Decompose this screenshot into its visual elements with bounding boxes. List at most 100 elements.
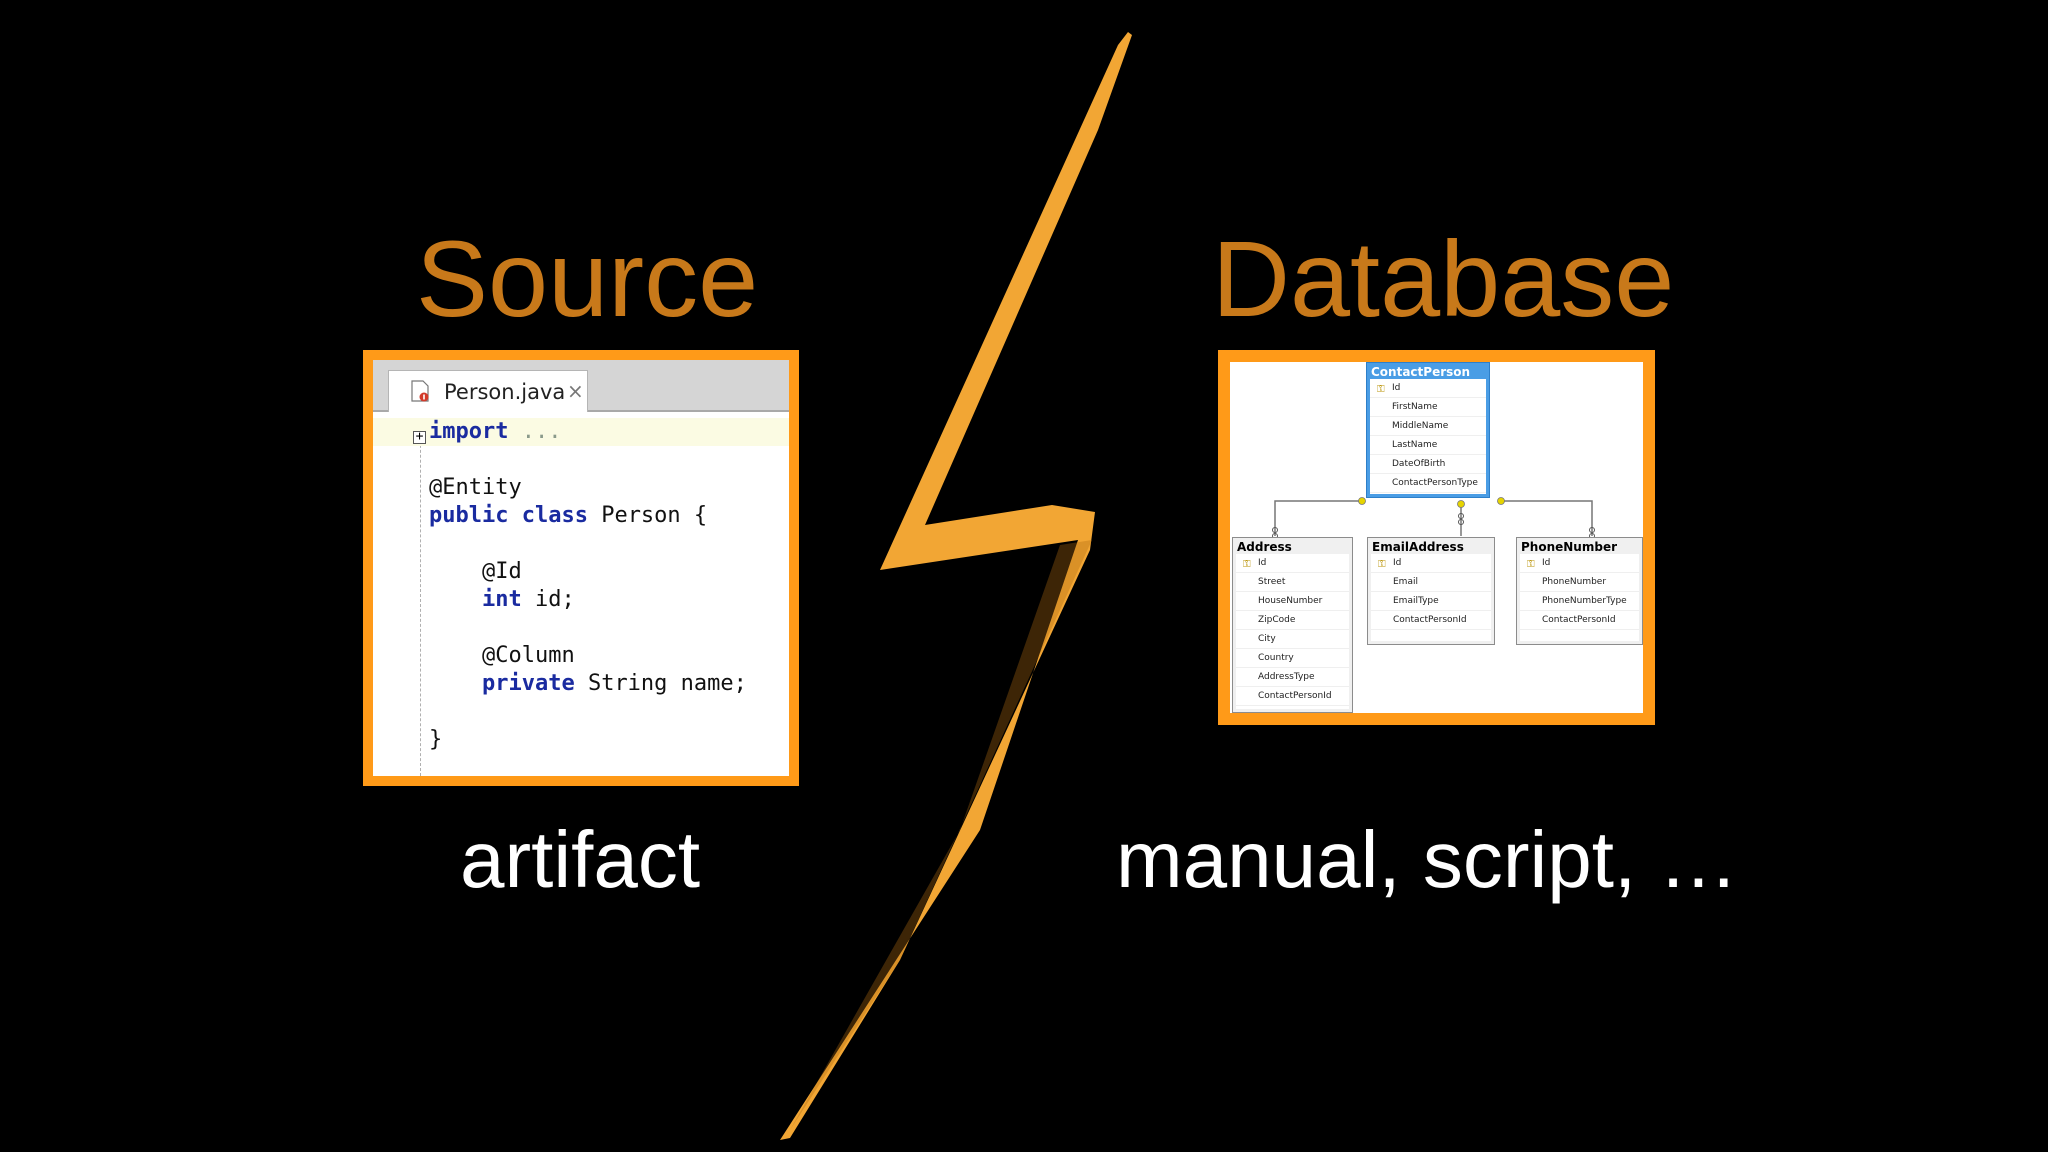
table-column[interactable]: ContactPersonId — [1236, 687, 1349, 706]
code-line: @Id — [373, 558, 789, 586]
table-column[interactable]: ⚿Id — [1371, 554, 1491, 573]
artifact-caption: artifact — [460, 815, 701, 904]
code-line — [373, 614, 789, 642]
fold-guide-line — [420, 420, 421, 776]
code-line: @Entity — [373, 474, 789, 502]
table-column[interactable]: ⚿ Id — [1236, 554, 1349, 573]
code-keyword: import — [429, 419, 509, 444]
table-title: ContactPerson — [1371, 365, 1471, 379]
column-name: Id — [1392, 383, 1401, 393]
code-keyword: public class — [429, 503, 588, 528]
column-name: MiddleName — [1392, 421, 1449, 431]
code-line: int id; — [373, 586, 789, 614]
column-name: Country — [1258, 653, 1294, 663]
table-title: Address — [1237, 540, 1292, 554]
table-column[interactable]: Email — [1371, 573, 1491, 592]
expand-fold-icon[interactable]: + — [413, 430, 426, 444]
column-name: EmailType — [1393, 596, 1439, 606]
table-column[interactable]: FirstName — [1370, 398, 1486, 417]
table-column[interactable]: PhoneNumber — [1520, 573, 1639, 592]
code-line — [373, 698, 789, 726]
code-line — [373, 446, 789, 474]
column-name: ZipCode — [1258, 615, 1296, 625]
code-line: private String name; — [373, 670, 789, 698]
table-column[interactable]: EmailType — [1371, 592, 1491, 611]
manual-script-caption: manual, script, … — [1116, 815, 1739, 904]
primary-key-icon: ⚿ — [1377, 384, 1385, 395]
code-text: Person { — [587, 503, 708, 528]
primary-key-icon: ⚿ — [1527, 559, 1535, 570]
column-name: LastName — [1392, 440, 1438, 450]
table-column[interactable]: HouseNumber — [1236, 592, 1349, 611]
column-name: ContactPersonType — [1392, 478, 1478, 488]
table-title: PhoneNumber — [1521, 540, 1617, 554]
table-column[interactable]: ContactPersonType — [1370, 474, 1486, 493]
table-column[interactable]: AddressType — [1236, 668, 1349, 687]
column-name: ContactPersonId — [1258, 691, 1332, 701]
editor-tab-bar: Person.java × — [373, 360, 789, 412]
column-name: Street — [1258, 577, 1286, 587]
java-file-icon — [411, 380, 429, 402]
code-text: id; — [521, 587, 575, 612]
code-text: } — [429, 727, 443, 752]
column-name: ContactPersonId — [1393, 615, 1467, 625]
column-name: City — [1258, 634, 1276, 644]
code-keyword: int — [429, 587, 522, 612]
column-name: AddressType — [1258, 672, 1315, 682]
table-column[interactable]: Country — [1236, 649, 1349, 668]
table-column[interactable]: MiddleName — [1370, 417, 1486, 436]
table-column[interactable]: PhoneNumberType — [1520, 592, 1639, 611]
column-name: DateOfBirth — [1392, 459, 1446, 469]
source-heading: Source — [416, 218, 759, 339]
table-column[interactable]: ContactPersonId — [1520, 611, 1639, 630]
column-name: Id — [1393, 558, 1402, 568]
lightning-bolt-shading — [790, 540, 1092, 1130]
code-line — [373, 530, 789, 558]
code-text: String name; — [574, 671, 747, 696]
code-folded-ellipsis: ... — [508, 419, 562, 444]
table-column[interactable]: DateOfBirth — [1370, 455, 1486, 474]
database-heading: Database — [1212, 218, 1675, 339]
table-column[interactable]: ZipCode — [1236, 611, 1349, 630]
code-line: } — [373, 726, 789, 754]
column-name: PhoneNumber — [1542, 577, 1607, 587]
code-text: @Column — [429, 643, 575, 668]
column-name: Email — [1393, 577, 1418, 587]
code-text: @Id — [429, 559, 522, 584]
table-column[interactable]: ⚿ Id — [1370, 379, 1486, 398]
column-name: Id — [1542, 558, 1551, 568]
table-column[interactable]: LastName — [1370, 436, 1486, 455]
primary-key-icon: ⚿ — [1243, 559, 1251, 570]
code-line: public class Person { — [373, 502, 789, 530]
table-column[interactable]: Street — [1236, 573, 1349, 592]
code-line: @Column — [373, 642, 789, 670]
code-keyword: private — [429, 671, 575, 696]
table-column[interactable]: ContactPersonId — [1371, 611, 1491, 630]
editor-tab-person-java[interactable]: Person.java × — [388, 370, 588, 412]
column-name: Id — [1258, 558, 1267, 568]
column-name: PhoneNumberType — [1542, 596, 1627, 606]
table-title: EmailAddress — [1372, 540, 1464, 554]
column-name: HouseNumber — [1258, 596, 1323, 606]
column-name: ContactPersonId — [1542, 615, 1616, 625]
table-column[interactable]: City — [1236, 630, 1349, 649]
close-icon[interactable]: × — [567, 379, 584, 403]
table-column[interactable]: ⚿ Id — [1520, 554, 1639, 573]
code-line: import ... — [373, 418, 789, 446]
tab-label: Person.java — [444, 380, 566, 404]
relationship-connectors — [1272, 497, 1595, 539]
lightning-bolt-shape — [780, 32, 1132, 1140]
